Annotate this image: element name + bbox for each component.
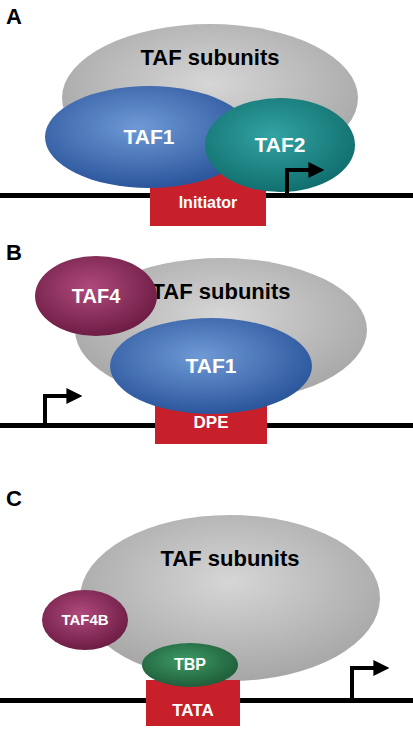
node-label: TAF1: [124, 125, 175, 148]
transcription-start-arrow: [352, 668, 383, 698]
taf1-subunit: TAF1: [110, 318, 312, 414]
node-label: TBP: [174, 656, 206, 674]
node-label: TATA: [172, 702, 214, 721]
transcription-start-arrow: [45, 396, 76, 423]
node-label: TAF4B: [61, 612, 108, 629]
node-label: TAF subunits: [161, 547, 300, 571]
taf4b-subunit: TAF4B: [42, 590, 128, 650]
panel-letter: B: [6, 240, 22, 266]
panel-letter: C: [6, 486, 22, 512]
node-label: TAF4: [72, 285, 121, 307]
node-label: TAF subunits: [141, 46, 280, 70]
taf4-subunit: TAF4: [35, 256, 157, 336]
node-label: DPE: [194, 414, 229, 433]
node-label: TAF1: [186, 354, 237, 377]
tbp-protein: TBP: [142, 643, 238, 687]
node-label: TAF2: [255, 133, 306, 156]
panel-letter: A: [6, 4, 22, 30]
taf2-subunit: TAF2: [205, 98, 355, 192]
node-label: Initiator: [179, 194, 238, 212]
node-label: TAF subunits: [152, 280, 291, 304]
